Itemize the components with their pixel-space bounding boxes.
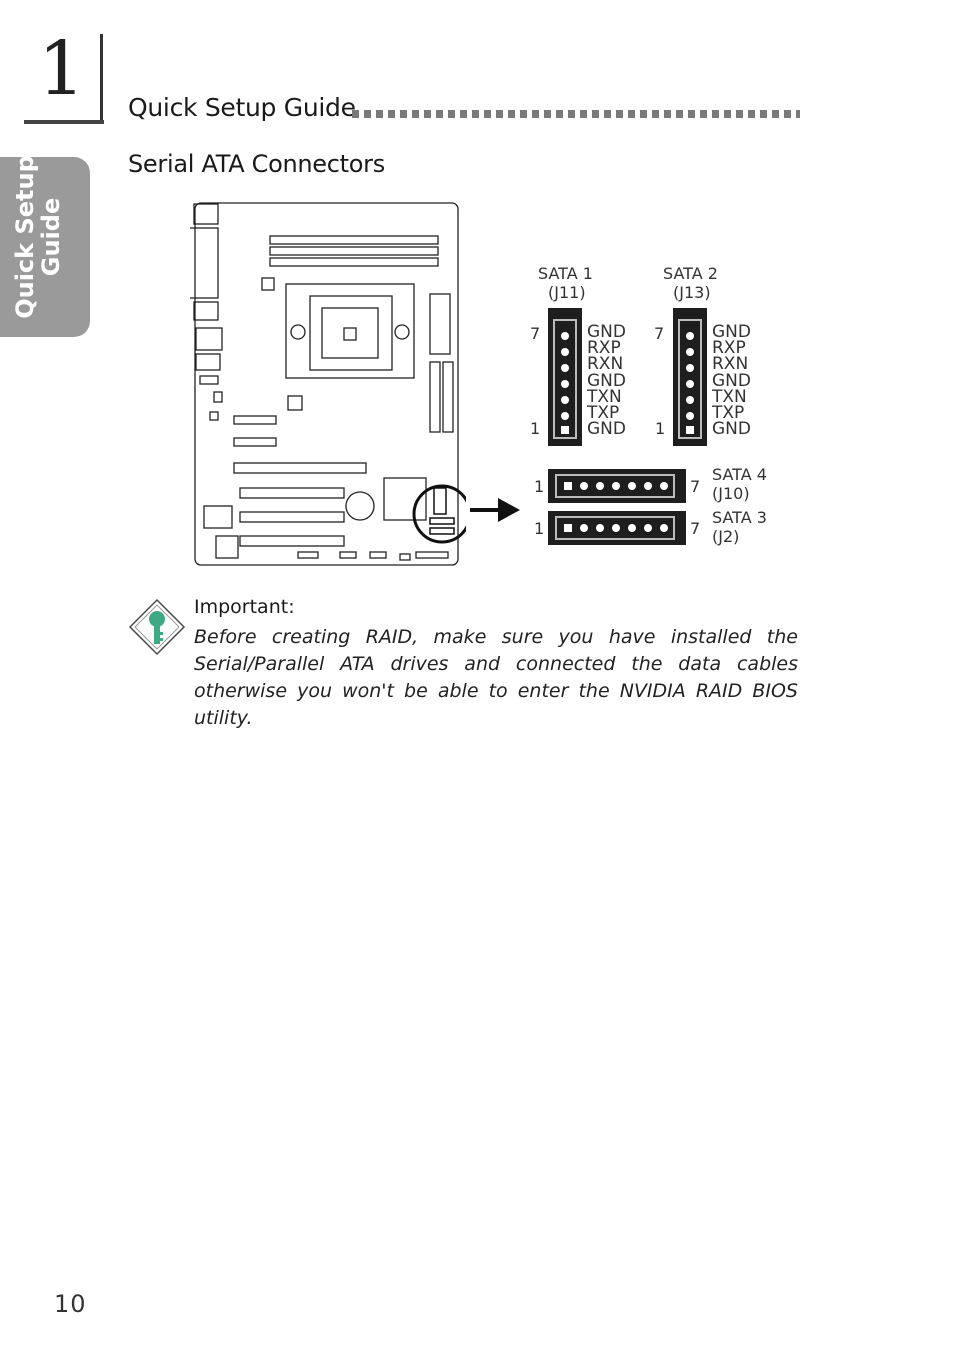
pin-label: TXP (712, 403, 745, 424)
sata3-connector (548, 511, 686, 545)
sata2-pin-top: 7 (654, 324, 665, 343)
side-tab-line-2: Guide (37, 197, 65, 277)
pin-label: GND (712, 322, 751, 342)
side-tab-line-1: Quick Setup (11, 155, 39, 319)
page-number: 10 (54, 1290, 87, 1318)
pin-label: TXN (712, 386, 747, 407)
arrow-right-icon (470, 498, 520, 522)
chapter-number: 1 (38, 26, 86, 112)
sata2-connector (673, 308, 707, 446)
pin-label: GND (587, 322, 626, 342)
note-title: Important: (194, 596, 295, 618)
sata4-name: SATA 4 (712, 465, 767, 484)
pin-label: TXP (587, 403, 620, 424)
key-icon (128, 598, 186, 656)
pin-label: RXP (712, 338, 746, 359)
pin-label: TXN (587, 386, 622, 407)
sata1-pin-top: 7 (530, 324, 541, 343)
pin-label: GND (712, 419, 751, 440)
side-tab-label: Quick Setup Guide (11, 152, 82, 322)
sata1-pin-bottom: 1 (530, 419, 541, 438)
sata3-pin-left: 1 (534, 519, 545, 538)
pin-label: RXP (587, 338, 621, 359)
pin-label: GND (587, 370, 626, 391)
sata2-jumper: (J13) (673, 283, 711, 302)
sata3-pin-right: 7 (690, 519, 701, 538)
subsection-title: Serial ATA Connectors (128, 150, 385, 178)
sata1-connector (548, 308, 582, 446)
sata3-name: SATA 3 (712, 508, 767, 527)
sata1-pinout: GND RXP RXN GND TXN TXP GND (587, 322, 626, 440)
sata4-jumper: (J10) (712, 484, 750, 503)
side-tab (0, 157, 90, 337)
motherboard-diagram (190, 202, 466, 566)
sata1-jumper: (J11) (548, 283, 586, 302)
pin-label: RXN (587, 354, 624, 375)
pin-label: GND (712, 370, 751, 391)
sata1-name: SATA 1 (538, 264, 593, 283)
chapter-divider-horizontal (24, 120, 104, 124)
pin-label: GND (587, 419, 626, 440)
sata3-jumper: (J2) (712, 527, 740, 546)
section-title: Quick Setup Guide (128, 93, 356, 122)
sata2-pinout: GND RXP RXN GND TXN TXP GND (712, 322, 751, 440)
sata4-pin-right: 7 (690, 477, 701, 496)
sata2-pin-bottom: 1 (655, 419, 666, 438)
note-body: Before creating RAID, make sure you have… (194, 626, 798, 729)
header-dotted-rule (352, 110, 800, 118)
chapter-divider-vertical (100, 34, 103, 122)
sata4-connector (548, 469, 686, 503)
sata2-name: SATA 2 (663, 264, 718, 283)
sata4-pin-left: 1 (534, 477, 545, 496)
pin-label: RXN (712, 354, 749, 375)
